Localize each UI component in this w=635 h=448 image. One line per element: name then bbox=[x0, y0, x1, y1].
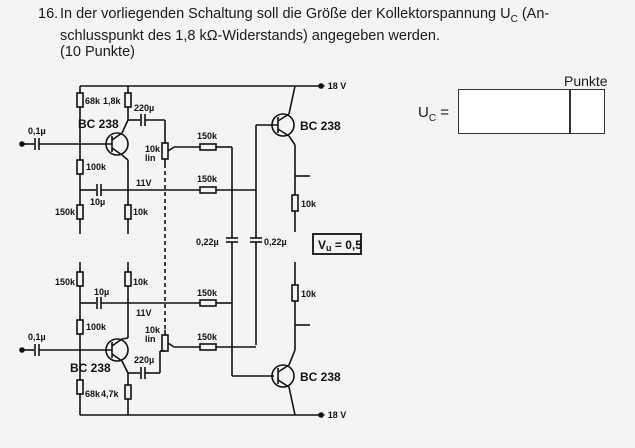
r150k-b-label: 150k bbox=[197, 174, 218, 184]
r10k-right-top-label: 10k bbox=[301, 199, 317, 209]
r150k-top-left-label: 150k bbox=[55, 207, 76, 217]
r1-8k-label: 1,8k bbox=[103, 96, 122, 106]
pot-bot-lin-label: lin bbox=[145, 334, 156, 344]
c022-right-label: 0,22µ bbox=[264, 237, 287, 247]
c-in-top-label: 0,1µ bbox=[28, 126, 46, 136]
pot-top-lin-label: lin bbox=[145, 153, 156, 163]
answer-box-divider bbox=[569, 90, 571, 133]
r100k-top-label: 100k bbox=[86, 162, 107, 172]
transistor-4-label: BC 238 bbox=[300, 370, 341, 384]
uc-label: UC = bbox=[418, 104, 450, 124]
r100k-bot-label: 100k bbox=[86, 322, 107, 332]
pot-bot-label: 10k bbox=[145, 325, 161, 335]
question-text: 16. In der vorliegenden Schaltung soll d… bbox=[38, 6, 620, 60]
v11-bot-label: 11V bbox=[136, 308, 152, 318]
answer-box[interactable] bbox=[458, 89, 605, 134]
c10u-bot-label: 10µ bbox=[94, 287, 109, 297]
question-line-3: (10 Punkte) bbox=[60, 43, 135, 60]
r10k-right-bottom-label: 10k bbox=[301, 289, 317, 299]
r68k-bot-label: 68k bbox=[85, 389, 101, 399]
r150k-a-label: 150k bbox=[197, 131, 218, 141]
r150k-c-label: 150k bbox=[197, 288, 218, 298]
c022-left-label: 0,22µ bbox=[196, 237, 219, 247]
r150k-d-label: 150k bbox=[197, 332, 218, 342]
r4-7k-label: 4,7k bbox=[101, 389, 120, 399]
c10u-top-label: 10µ bbox=[90, 197, 105, 207]
r10k-bot-left-label: 10k bbox=[133, 277, 149, 287]
r68k-top-label: 68k bbox=[85, 96, 101, 106]
supply-bottom-label: + 18 V bbox=[320, 410, 346, 420]
r150k-bot-left-label: 150k bbox=[55, 277, 76, 287]
v11-top-label: 11V bbox=[136, 178, 152, 188]
r10k-top-left-label: 10k bbox=[133, 207, 149, 217]
transistor-3-label: BC 238 bbox=[70, 361, 111, 375]
points-label: Punkte bbox=[564, 73, 608, 89]
c220u-bot-label: 220µ bbox=[134, 355, 154, 365]
question-number: 16. bbox=[38, 6, 59, 22]
supply-top-label: + 18 V bbox=[320, 81, 346, 91]
pot-top-label: 10k bbox=[145, 144, 161, 154]
c220u-top-label: 220µ bbox=[134, 103, 154, 113]
c-in-bot-label: 0,1µ bbox=[28, 332, 46, 342]
transistor-1-label: BC 238 bbox=[78, 117, 119, 131]
question-line-1: In der vorliegenden Schaltung soll die G… bbox=[60, 6, 550, 25]
vu-label: Vu = 0,5 bbox=[318, 238, 362, 253]
question-line-2: schlusspunkt des 1,8 kΩ-Widerstands) ang… bbox=[60, 27, 440, 44]
transistor-2-label: BC 238 bbox=[300, 119, 341, 133]
